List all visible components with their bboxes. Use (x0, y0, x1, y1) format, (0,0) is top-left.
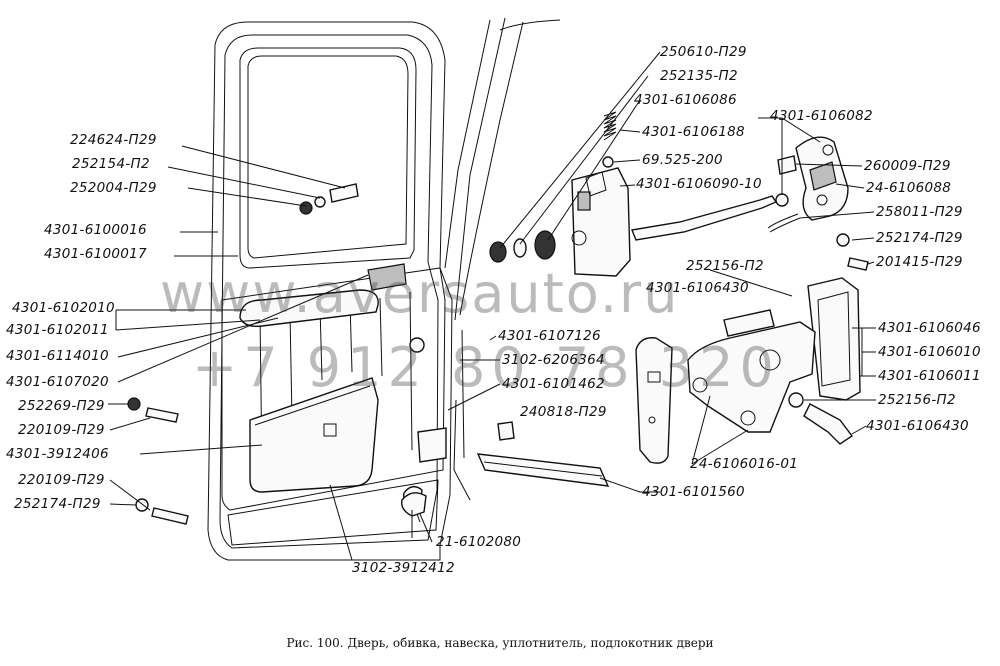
washer-252004 (299, 201, 313, 215)
screw-220109-upper (145, 407, 179, 423)
label-4301-6106430-b: 4301-6106430 (866, 418, 969, 434)
watermark-site: www.aversauto.ru (160, 262, 680, 325)
window-inner-edge (247, 55, 409, 259)
label-4301-6101462: 4301-6101462 (502, 376, 605, 392)
screw-224624 (329, 183, 359, 203)
label-4301-6100016: 4301-6100016 (44, 222, 147, 238)
label-252269-p29: 252269-П29 (18, 398, 105, 414)
label-4301-6106082: 4301-6106082 (770, 108, 873, 124)
label-3102-6206364: 3102-6206364 (502, 352, 605, 368)
label-4301-6100017: 4301-6100017 (44, 246, 147, 262)
label-24-6106088: 24-6106088 (866, 180, 952, 196)
label-220109-p29-a: 220109-П29 (18, 422, 105, 438)
door-pocket-lip (254, 385, 371, 426)
label-258011-p29: 258011-П29 (876, 204, 963, 220)
washer-252269 (127, 397, 141, 411)
nut-250610 (489, 241, 507, 263)
label-224624-p29: 224624-П29 (70, 132, 157, 148)
label-21-6102080: 21-6102080 (436, 534, 522, 550)
figure-caption: Рис. 100. Дверь, обивка, навеска, уплотн… (286, 636, 714, 650)
label-4301-3912406: 4301-3912406 (6, 446, 109, 462)
washer-252156 (788, 392, 804, 408)
label-252174-p29-a: 252174-П29 (14, 496, 101, 512)
screw-201415 (847, 257, 869, 271)
speaker-grille (417, 427, 447, 463)
label-3102-3912412: 3102-3912412 (352, 560, 455, 576)
door-trim-panel (221, 267, 446, 511)
label-4301-6106430-a: 4301-6106430 (646, 280, 749, 296)
label-260009-p29: 260009-П29 (864, 158, 951, 174)
door-outer-panel (207, 21, 453, 561)
washer-252135 (513, 238, 527, 258)
door-trim-lower (227, 479, 439, 546)
lock-mechanism (807, 277, 861, 401)
bushing (534, 230, 556, 260)
threshold-seal (476, 453, 610, 487)
label-252135-p2: 252135-П2 (660, 68, 738, 84)
label-252156-p2-b: 252156-П2 (878, 392, 956, 408)
leader-lines (108, 51, 876, 561)
label-4301-6106090-10: 4301-6106090-10 (636, 176, 762, 192)
lock-button (409, 337, 425, 353)
label-252174-p29-b: 252174-П29 (876, 230, 963, 246)
door-pocket (249, 377, 379, 493)
label-69-525-200: 69.525-200 (642, 152, 723, 168)
label-4301-6107126: 4301-6107126 (498, 328, 601, 344)
lock-cover (635, 337, 673, 464)
label-4301-6102011: 4301-6102011 (6, 322, 109, 338)
bolt-6106430-bottom (803, 403, 854, 445)
label-250610-p29: 250610-П29 (660, 44, 747, 60)
striker-plate (687, 321, 816, 433)
label-4301-6101560: 4301-6101560 (642, 484, 745, 500)
bolt-260009 (777, 155, 797, 175)
bolt-6106430-top (723, 309, 775, 337)
label-4301-6106010: 4301-6106010 (878, 344, 981, 360)
label-220109-p29-b: 220109-П29 (18, 472, 105, 488)
window-opening (239, 47, 417, 269)
body-pillar (444, 19, 491, 269)
label-4301-6107020: 4301-6107020 (6, 374, 109, 390)
washer-252174-right (836, 233, 850, 247)
label-201415-p29: 201415-П29 (876, 254, 963, 270)
ball-69525 (602, 156, 614, 168)
watermark-phone: +7 912 80 78 320 (192, 336, 780, 399)
label-4301-6106011: 4301-6106011 (878, 368, 981, 384)
label-4301-6106188: 4301-6106188 (642, 124, 745, 140)
pocket-emblem (323, 423, 337, 437)
inner-handle (367, 263, 407, 291)
check-rod (631, 195, 778, 241)
label-240818-p29: 240818-П29 (520, 404, 607, 420)
hinge-body (571, 167, 631, 277)
cotter-pin (767, 213, 801, 233)
label-252156-p2-a: 252156-П2 (686, 258, 764, 274)
label-4301-6114010: 4301-6114010 (6, 348, 109, 364)
door-inner-panel (219, 34, 439, 549)
label-4301-6106086: 4301-6106086 (634, 92, 737, 108)
label-4301-6106046: 4301-6106046 (878, 320, 981, 336)
label-24-6106016-01: 24-6106016-01 (690, 456, 799, 472)
washer-252154 (314, 196, 326, 208)
label-252004-p29: 252004-П29 (70, 180, 157, 196)
label-252154-p2: 252154-П2 (72, 156, 150, 172)
label-4301-6102010: 4301-6102010 (12, 300, 115, 316)
screw-220109-lower (151, 507, 189, 525)
trim-panel-texture (259, 291, 413, 471)
screw-240818 (497, 421, 515, 441)
clip-6102080 (401, 492, 427, 517)
